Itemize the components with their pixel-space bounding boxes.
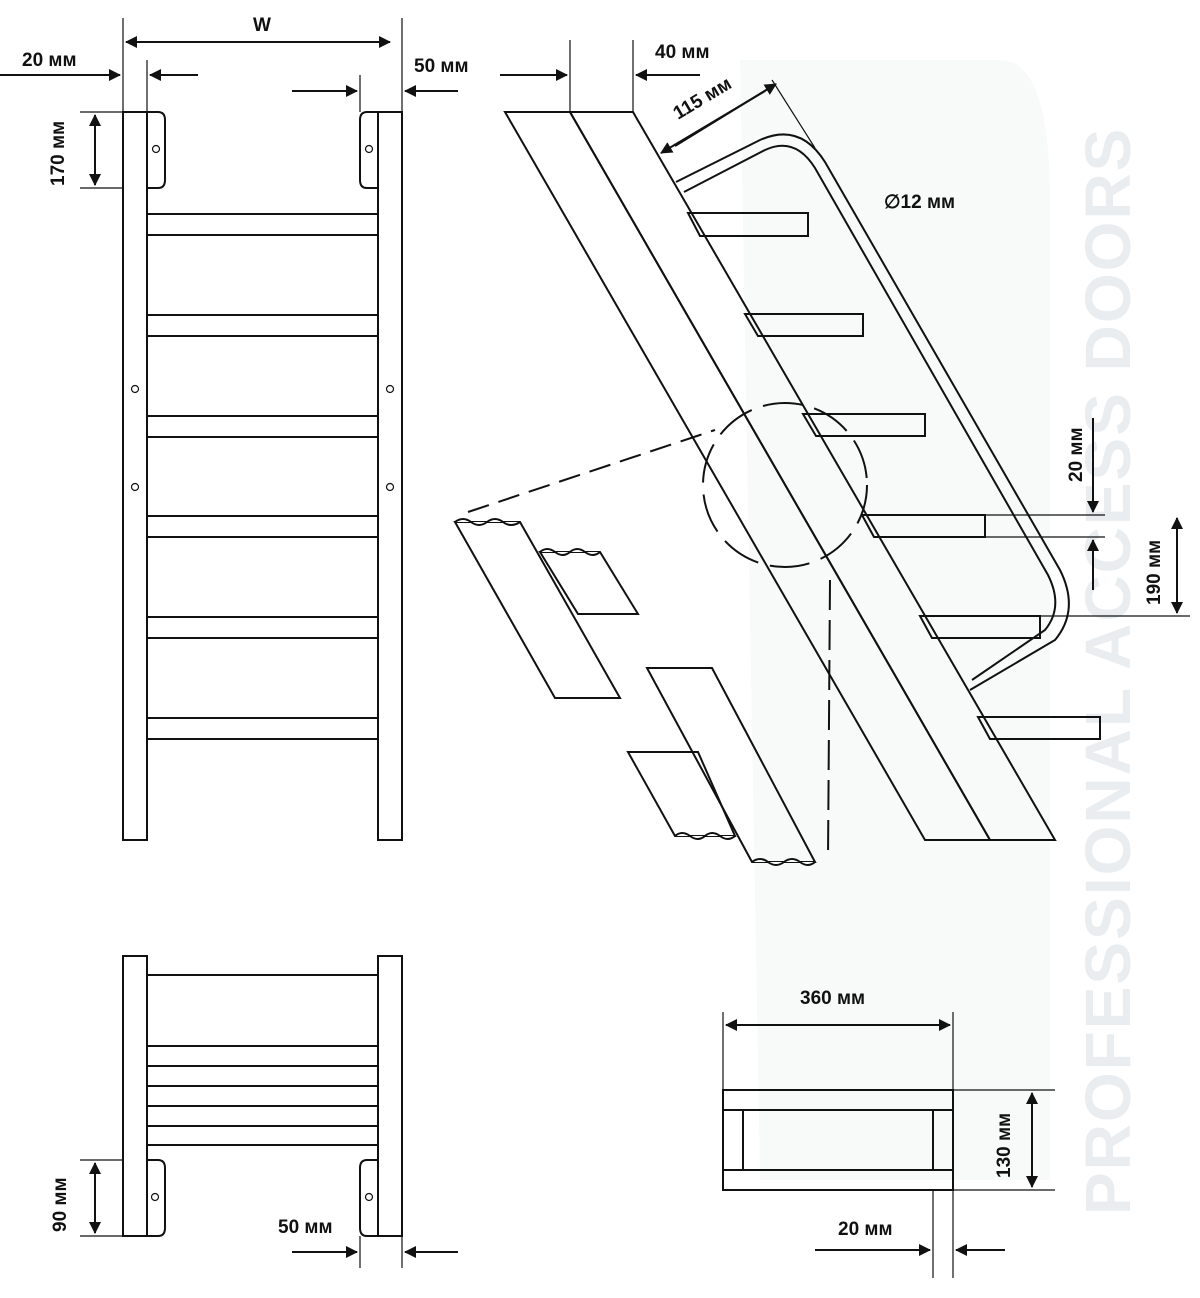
rung [146, 717, 379, 740]
right-top-bracket [359, 111, 378, 189]
bottom-right-bracket [359, 1159, 378, 1237]
front-view: W 20 мм 50 мм 170 мм [0, 15, 469, 841]
side-stile-front [568, 111, 1057, 841]
rung-thickness-label: 20 мм [1066, 427, 1087, 482]
watermark-text: PROFESSIONAL ACCESS DOORS [1072, 127, 1144, 1215]
watermark: PROFESSIONAL ACCESS DOORS [740, 60, 1144, 1215]
bottom-view: 90 мм 50 мм [50, 955, 458, 1268]
bottom-right-stile [377, 955, 403, 1237]
width-label: W [253, 15, 271, 36]
handrail-inner [683, 144, 1057, 681]
bottom-bracket-height-label: 90 мм [50, 1177, 71, 1232]
bottom-bracket-offset-label: 50 мм [278, 1217, 333, 1238]
rail-diameter-label: ∅12 мм [884, 192, 955, 213]
left-offset-label: 20 мм [22, 50, 77, 71]
broken-section-a [453, 521, 622, 699]
rung [146, 314, 379, 337]
side-view: 40 мм 115 мм ∅12 мм 20 мм 190 мм [453, 40, 1190, 866]
rung [146, 616, 379, 639]
rung [146, 213, 379, 236]
rung [146, 415, 379, 438]
handrail-outer [675, 133, 1070, 691]
front-rungs [146, 213, 379, 740]
bottom-frame [146, 974, 379, 1146]
section-thickness-label: 20 мм [838, 1219, 893, 1240]
section-height-label: 130 мм [994, 1113, 1015, 1178]
right-offset-label: 50 мм [414, 56, 469, 77]
bottom-left-bracket [147, 1159, 166, 1237]
rung-pitch-label: 190 мм [1144, 540, 1165, 605]
left-stile [122, 111, 148, 841]
rung [146, 515, 379, 538]
right-stile [377, 111, 403, 841]
detail-circle [702, 402, 868, 568]
section-view: 360 мм 130 мм 20 мм [722, 988, 1055, 1278]
gap-label: 40 мм [655, 42, 710, 63]
section-width-label: 360 мм [800, 988, 865, 1009]
rail-offset-label: 115 мм [670, 73, 736, 124]
bracket-height-label: 170 мм [48, 121, 69, 186]
bottom-left-stile [122, 955, 148, 1237]
left-top-bracket [147, 111, 166, 189]
section-outer [722, 1089, 954, 1191]
